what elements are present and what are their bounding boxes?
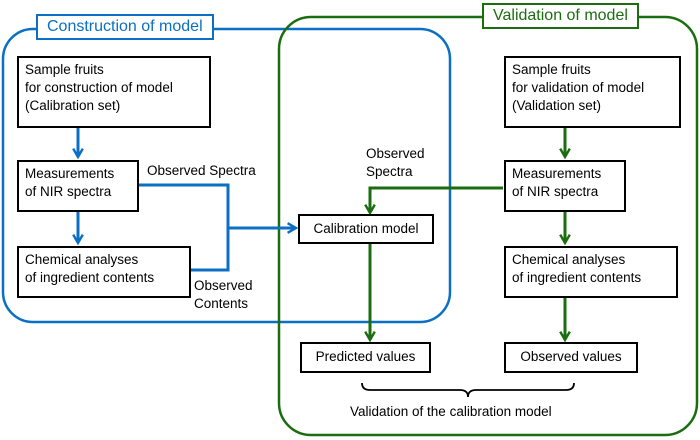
box-line: Measurements xyxy=(25,166,115,181)
label-line: Spectra xyxy=(366,164,413,179)
chemical-analyses-validation-box: Chemical analyses of ingredient contents xyxy=(504,246,678,298)
label-line: Observed xyxy=(366,146,425,161)
construction-group-outline xyxy=(1,27,452,324)
observed-values-box: Observed values xyxy=(504,342,638,373)
box-line: (Validation set) xyxy=(512,98,602,113)
connector-observed-contents xyxy=(190,228,230,272)
observed-contents-label: Observed Contents xyxy=(194,277,253,313)
arrow-measure-to-calibration-validation xyxy=(364,186,503,216)
box-line: for validation of model xyxy=(512,80,645,95)
observed-spectra-label-validation: Observed Spectra xyxy=(366,145,425,181)
box-line: Chemical analyses xyxy=(512,252,626,267)
connector-observed-spectra xyxy=(137,183,230,228)
box-line: Measurements xyxy=(512,166,602,181)
nir-measurement-construction-box: Measurements of NIR spectra xyxy=(17,160,139,212)
box-line: of NIR spectra xyxy=(25,184,112,199)
box-line: Sample fruits xyxy=(512,62,591,77)
box-line: for construction of model xyxy=(25,80,173,95)
box-line: of NIR spectra xyxy=(512,184,599,199)
box-line: (Calibration set) xyxy=(25,98,121,113)
label-line: Contents xyxy=(194,296,249,311)
label-line: Observed xyxy=(194,278,253,293)
validation-group-title: Validation of model xyxy=(482,3,639,29)
predicted-values-box: Predicted values xyxy=(300,342,431,373)
box-line: of ingredient contents xyxy=(512,270,642,285)
box-line: Sample fruits xyxy=(25,62,104,77)
box-line: of ingredient contents xyxy=(25,270,155,285)
construction-group-title: Construction of model xyxy=(36,14,214,40)
curly-brace xyxy=(361,382,575,398)
sample-fruits-construction-box: Sample fruits for construction of model … xyxy=(17,56,211,128)
calibration-model-box: Calibration model xyxy=(298,214,434,244)
sample-fruits-validation-box: Sample fruits for validation of model (V… xyxy=(504,56,681,128)
box-line: Chemical analyses xyxy=(25,252,139,267)
chemical-analyses-construction-box: Chemical analyses of ingredient contents xyxy=(17,246,191,298)
nir-measurement-validation-box: Measurements of NIR spectra xyxy=(504,160,626,212)
observed-spectra-label-construction: Observed Spectra xyxy=(147,163,256,178)
validation-of-calibration-label: Validation of the calibration model xyxy=(350,404,552,419)
